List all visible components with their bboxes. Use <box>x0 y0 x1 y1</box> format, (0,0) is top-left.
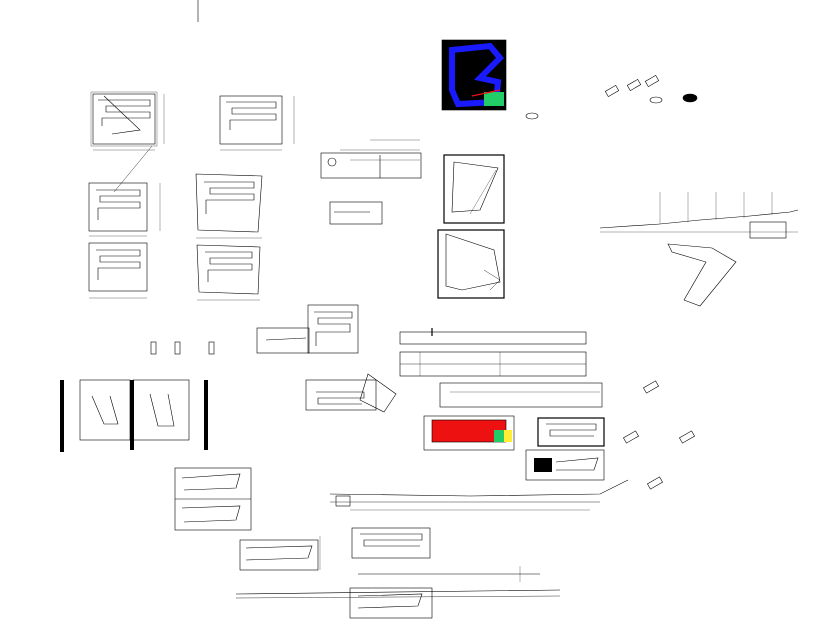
car-symbol-icon <box>150 341 157 355</box>
block-symbol-icon <box>649 96 663 104</box>
small-car-icons <box>150 341 215 355</box>
wedge-shape <box>667 243 737 307</box>
car-symbol-icon <box>604 84 620 98</box>
block-symbol-icon <box>525 112 539 120</box>
car-symbol-icon <box>644 74 660 88</box>
bottom-plan-2 <box>239 536 321 571</box>
plan-block-2a <box>88 145 161 237</box>
double-panel <box>174 467 252 531</box>
bottom-plan-1 <box>351 527 431 559</box>
long-section-2 <box>399 351 587 377</box>
trapezoid-plan-1 <box>443 154 505 224</box>
long-ramp-section <box>329 479 629 511</box>
tall-panels <box>60 379 208 452</box>
plan-block-1b <box>219 95 295 151</box>
right-car-icons <box>623 380 695 490</box>
small-slab <box>329 201 383 225</box>
plan-with-slab <box>256 304 359 354</box>
car-symbol-icon <box>174 341 181 355</box>
long-section-3 <box>439 382 603 408</box>
bottom-long-section <box>235 566 561 619</box>
plan-block-3a <box>88 242 148 299</box>
car-symbol-icon <box>208 341 215 355</box>
car-icons-row <box>525 74 698 120</box>
section-strip-1 <box>320 139 422 179</box>
trapezoid-plan-2 <box>437 229 505 299</box>
car-symbol-icon <box>643 380 659 394</box>
ramp-elevation <box>599 192 799 239</box>
plan-block-2b <box>195 173 263 239</box>
angled-plan <box>305 373 397 413</box>
plan-block-3b <box>196 244 261 301</box>
plan-block-1a <box>90 91 165 151</box>
car-symbol-icon <box>679 430 695 444</box>
block-symbol-icon <box>682 93 698 103</box>
car-symbol-icon <box>626 78 642 92</box>
car-symbol-icon <box>623 430 639 444</box>
right-plan-1 <box>537 417 605 447</box>
blue-road-plan <box>441 39 507 111</box>
right-plan-2 <box>525 449 605 481</box>
red-plan <box>423 415 515 451</box>
car-symbol-icon <box>647 476 663 490</box>
long-section-1 <box>399 328 587 345</box>
